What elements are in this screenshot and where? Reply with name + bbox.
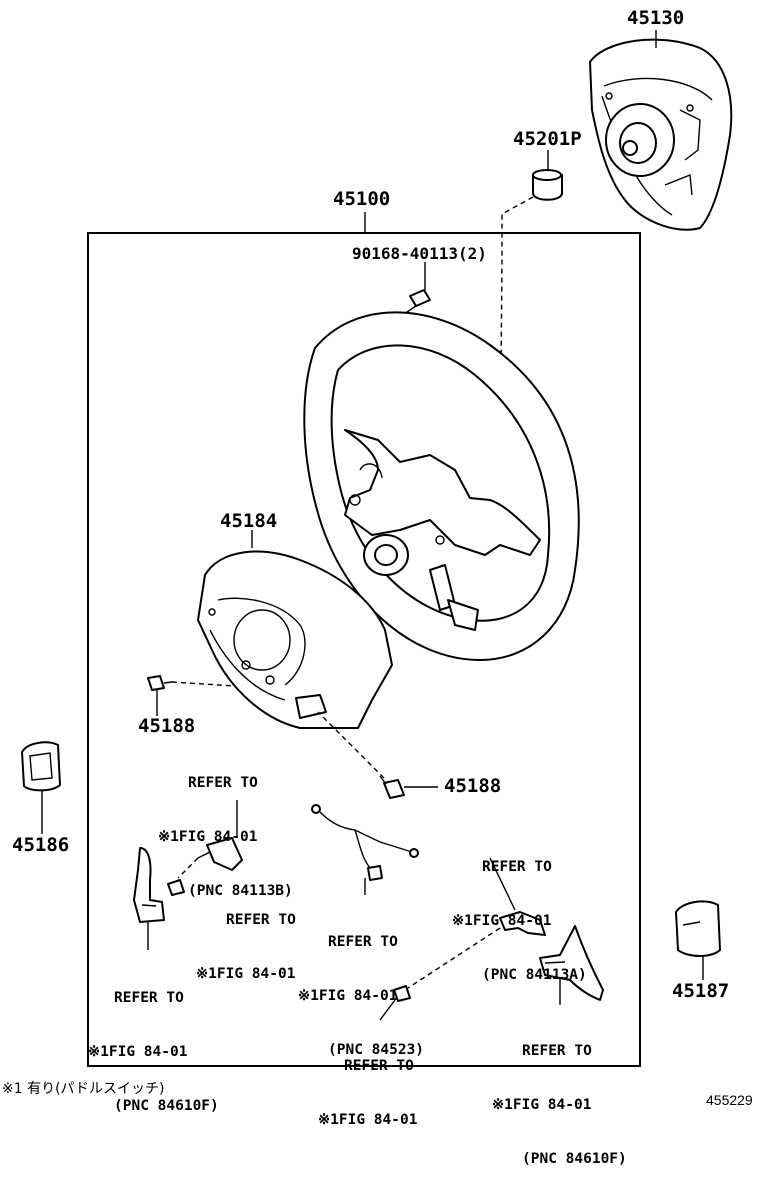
ref-line: ※1FIG 84-01 bbox=[318, 1112, 418, 1128]
ref-line: (PNC 84113A) bbox=[482, 967, 587, 983]
ref-line: ※1FIG 84-01 bbox=[452, 913, 552, 929]
steering-wheel-drawing bbox=[303, 311, 580, 661]
assembly-frame bbox=[87, 232, 641, 1067]
harness-drawing bbox=[311, 804, 419, 881]
bolt-drawing bbox=[403, 289, 431, 315]
ref-note-lower-screw: REFER TO ※1FIG 84-01 bbox=[318, 1021, 417, 1147]
ref-line: ※1FIG 84-01 bbox=[298, 988, 398, 1004]
part-number-pad: 45130 bbox=[627, 7, 685, 29]
ref-note-screw: REFER TO ※1FIG 84-01 bbox=[196, 875, 296, 1001]
ref-note-84610f-right: REFER TO ※1FIG 84-01 (PNC 84610F) bbox=[492, 1006, 627, 1186]
ref-line: ※1FIG 84-01 bbox=[196, 966, 296, 982]
paddle-right-drawing bbox=[539, 925, 604, 1001]
ref-line: REFER TO bbox=[328, 934, 398, 950]
ref-note-84610f-left: REFER TO ※1FIG 84-01 (PNC 84610F) bbox=[88, 953, 219, 1133]
ref-line: REFER TO bbox=[114, 990, 184, 1006]
ref-line: ※1FIG 84-01 bbox=[492, 1097, 592, 1113]
right-cover-drawing bbox=[675, 900, 721, 957]
diagram-lines bbox=[21, 30, 733, 1067]
part-number-lower-cover: 45184 bbox=[220, 510, 278, 532]
drawing-id: 455229 bbox=[706, 1092, 753, 1108]
ref-note-84113b: REFER TO ※1FIG 84-01 (PNC 84113B) bbox=[158, 738, 293, 918]
ref-line: ※1FIG 84-01 bbox=[158, 829, 258, 845]
part-number-left-cover: 45186 bbox=[12, 834, 70, 856]
screw-lower-drawing bbox=[393, 985, 411, 1002]
paddle-left-drawing bbox=[133, 847, 165, 923]
ref-note-84523: REFER TO ※1FIG 84-01 (PNC 84523) bbox=[298, 897, 425, 1077]
part-number-spacer: 45201P bbox=[513, 128, 582, 150]
switch-84113b-drawing bbox=[197, 837, 243, 871]
part-number-screw-right: 45188 bbox=[444, 775, 502, 797]
ref-line: REFER TO bbox=[522, 1043, 592, 1059]
parts-diagram: 45130 45201P 45100 90168-40113(2) 45184 … bbox=[2, 7, 753, 1168]
ref-line: (PNC 84610F) bbox=[114, 1098, 219, 1114]
ref-note-84113a: REFER TO ※1FIG 84-01 (PNC 84113A) bbox=[452, 822, 587, 1002]
steering-pad-drawing bbox=[589, 38, 733, 231]
part-number-bolt: 90168-40113(2) bbox=[352, 244, 487, 263]
bracket-84113a-drawing bbox=[499, 911, 546, 936]
ref-line: REFER TO bbox=[344, 1058, 414, 1074]
ref-line: REFER TO bbox=[482, 859, 552, 875]
spacer-drawing bbox=[532, 169, 563, 201]
left-cover-drawing bbox=[21, 741, 61, 792]
ref-line: REFER TO bbox=[188, 775, 258, 791]
part-number-right-cover: 45187 bbox=[672, 980, 730, 1002]
ref-line: (PNC 84523) bbox=[328, 1042, 425, 1058]
ref-line: (PNC 84610F) bbox=[522, 1151, 627, 1167]
screw-right-drawing bbox=[379, 775, 405, 799]
small-screw-drawing bbox=[167, 879, 185, 896]
footnote: ※1 有り(パドルスイッチ) bbox=[2, 1081, 165, 1097]
ref-line: ※1FIG 84-01 bbox=[88, 1044, 188, 1060]
screw-left-drawing bbox=[147, 675, 173, 691]
ref-line: (PNC 84113B) bbox=[188, 883, 293, 899]
part-number-assembly: 45100 bbox=[333, 188, 391, 210]
lower-cover-drawing bbox=[197, 550, 393, 729]
ref-line: REFER TO bbox=[226, 912, 296, 928]
part-number-screw-left: 45188 bbox=[138, 715, 196, 737]
